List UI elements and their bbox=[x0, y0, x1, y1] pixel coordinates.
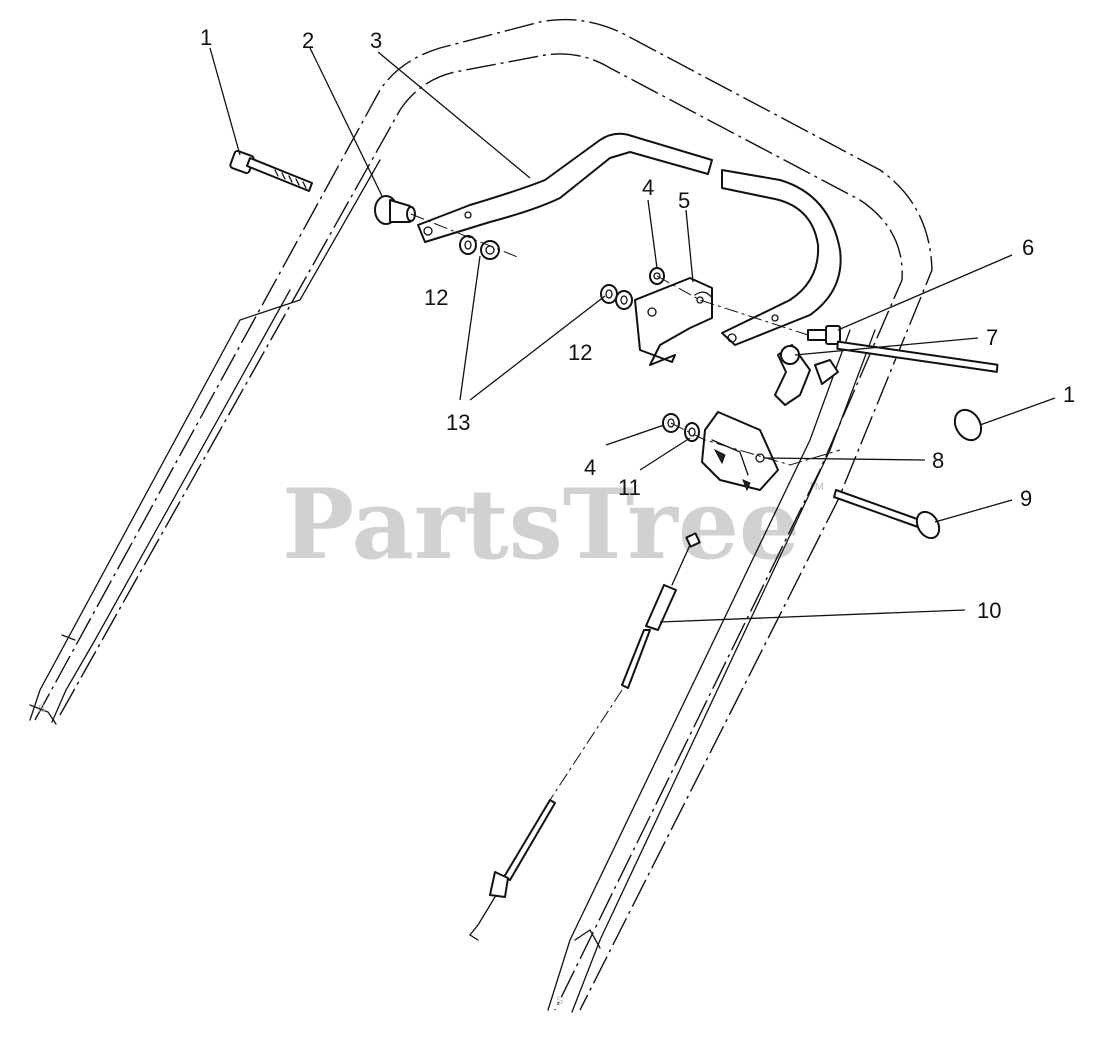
nut-13-right bbox=[600, 284, 618, 304]
lower-handle-left: S bbox=[29, 159, 381, 725]
bolt-1-right bbox=[836, 340, 999, 442]
callout-1-upper: 1 bbox=[200, 25, 212, 50]
leader-lines bbox=[209, 47, 1056, 623]
washer-12-left bbox=[459, 235, 477, 255]
washer-12-right bbox=[615, 290, 633, 310]
svg-text:S: S bbox=[38, 703, 45, 715]
watermark-trademark: TM bbox=[808, 481, 824, 493]
upper-handle-phantom bbox=[34, 18, 933, 1011]
callout-6: 6 bbox=[1022, 235, 1034, 260]
callout-10: 10 bbox=[977, 598, 1001, 623]
callout-7: 7 bbox=[986, 325, 998, 350]
callout-11: 11 bbox=[618, 475, 641, 500]
knob-7 bbox=[774, 344, 839, 406]
bolt-9 bbox=[833, 489, 941, 540]
callout-5: 5 bbox=[678, 188, 690, 213]
callout-3: 3 bbox=[370, 28, 382, 53]
control-housing-8 bbox=[701, 411, 779, 492]
bolt-6 bbox=[807, 325, 841, 345]
callout-4-upper: 4 bbox=[642, 175, 654, 200]
bail-handle bbox=[417, 132, 842, 346]
callout-9: 9 bbox=[1020, 486, 1032, 511]
callout-13: 13 bbox=[446, 410, 470, 435]
control-cable-10 bbox=[469, 532, 701, 941]
bracket-5 bbox=[634, 277, 713, 366]
washer-11 bbox=[684, 422, 700, 442]
callout-1-right: 1 bbox=[1063, 382, 1075, 407]
callout-2: 2 bbox=[302, 28, 314, 53]
spacer-2 bbox=[374, 195, 416, 225]
callout-4-lower: 4 bbox=[584, 455, 596, 480]
callout-12-left: 12 bbox=[424, 285, 448, 310]
assembly-centerlines bbox=[410, 213, 841, 466]
callout-8: 8 bbox=[932, 448, 944, 473]
lower-handle-right: S bbox=[547, 329, 876, 1013]
svg-text:S: S bbox=[556, 995, 563, 1007]
callout-labels: 1 2 3 4 5 6 7 1 12 12 13 4 11 8 9 10 bbox=[200, 25, 1075, 623]
bolt-1-upper bbox=[229, 149, 313, 192]
callout-12-right: 12 bbox=[568, 340, 592, 365]
watermark-text: PartsTree bbox=[282, 468, 800, 581]
